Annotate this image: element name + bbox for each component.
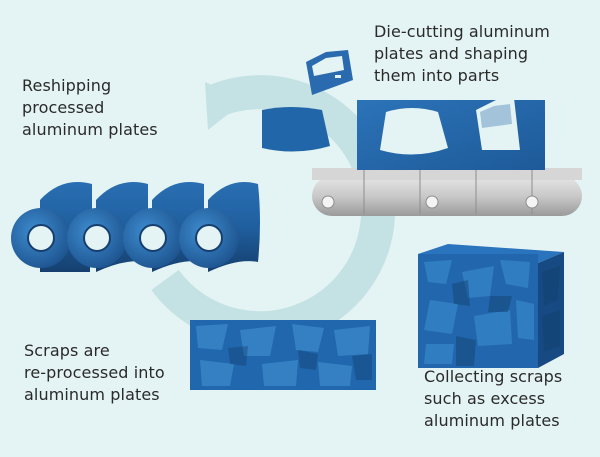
aluminum-rolls-icon — [11, 182, 260, 272]
car-door-part-icon — [306, 50, 353, 95]
windshield-part-icon — [262, 107, 330, 152]
label-reshipping: Reshipping processed aluminum plates — [22, 76, 158, 139]
die-cut-plate-icon — [357, 98, 545, 170]
label-scraps-reprocessed: Scraps are re-processed into aluminum pl… — [24, 341, 165, 404]
label-die-cutting: Die-cutting aluminum plates and shaping … — [374, 22, 550, 85]
scrap-slab-icon — [190, 320, 376, 390]
conveyor-belt-icon — [312, 168, 582, 216]
label-collecting-scraps: Collecting scraps such as excess aluminu… — [424, 367, 563, 430]
scrap-block-icon — [418, 244, 564, 368]
